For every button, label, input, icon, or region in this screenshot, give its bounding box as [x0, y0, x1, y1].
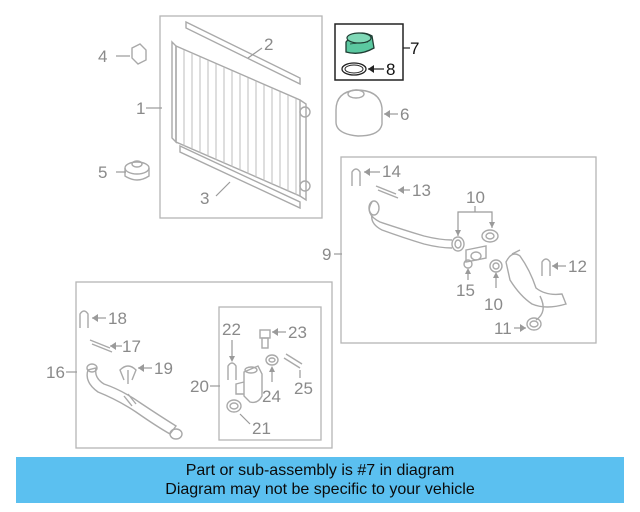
clamp-22-part: [227, 362, 237, 380]
callout-4: 4: [98, 47, 107, 66]
callout-23: 23: [288, 323, 307, 342]
bypass-hose-box: [75, 281, 333, 449]
callout-14: 14: [382, 162, 401, 181]
thermostat-housing-part: [235, 365, 263, 404]
callout-25: 25: [294, 379, 313, 398]
callout-15: 15: [456, 281, 475, 300]
sensor-23-part: [259, 329, 271, 349]
cap-o-ring-part: [341, 62, 367, 76]
callout-6: 6: [400, 105, 409, 124]
banner-line-2: Diagram may not be specific to your vehi…: [165, 481, 475, 498]
callout-12: 12: [568, 257, 587, 276]
callout-9: 9: [322, 245, 331, 264]
clip-17-part: [89, 339, 113, 353]
connector-10c-part: [489, 259, 503, 273]
coolant-reservoir-part: [335, 89, 383, 137]
cap-box-highlight: [334, 23, 404, 81]
callout-11: 11: [494, 319, 512, 338]
o-ring-24-part: [265, 354, 279, 366]
radiator-part: [171, 40, 311, 202]
bypass-hose-part: [86, 363, 183, 440]
callout-5: 5: [98, 163, 107, 182]
connector-10a-part: [451, 236, 465, 252]
callout-19: 19: [154, 359, 173, 378]
lower-hose-part: [505, 249, 567, 321]
callout-18: 18: [108, 309, 127, 328]
callout-17: 17: [122, 337, 141, 356]
reservoir-cap-part: [345, 32, 375, 54]
upper-hose-part: [368, 200, 453, 249]
callout-10-bottom: 10: [484, 295, 503, 314]
clamp-14-part: [351, 168, 361, 186]
callout-8: 8: [386, 60, 395, 79]
callout-16: 16: [46, 363, 65, 382]
callout-1: 1: [136, 99, 145, 118]
mount-part: [124, 160, 150, 181]
clip-13-part: [375, 185, 399, 199]
connector-10b-part: [481, 229, 499, 243]
clamp-12-part: [541, 258, 551, 276]
lower-seal-part: [179, 144, 301, 210]
hose-assembly-box: [340, 156, 597, 344]
callout-22: 22: [222, 320, 241, 339]
callout-20: 20: [190, 377, 209, 396]
callout-13: 13: [412, 181, 431, 200]
callout-7: 7: [410, 39, 419, 58]
tee-fitting-part: [465, 245, 487, 263]
callout-10-top: 10: [466, 188, 485, 207]
clip-19-part: [119, 365, 137, 384]
o-ring-11-part: [526, 317, 542, 331]
info-banner: Part or sub-assembly is #7 in diagram Di…: [16, 457, 624, 503]
upper-seal-part: [185, 20, 301, 86]
radiator-box: [159, 15, 323, 219]
callout-21: 21: [252, 419, 271, 438]
clamp-18-part: [79, 310, 89, 328]
callout-24: 24: [262, 387, 281, 406]
bracket-part: [131, 43, 147, 65]
callout-3: 3: [200, 189, 209, 208]
clip-25-part: [283, 353, 303, 369]
thermostat-box: [218, 306, 322, 441]
o-ring-21-part: [226, 399, 242, 413]
banner-line-1: Part or sub-assembly is #7 in diagram: [185, 462, 455, 479]
callout-2: 2: [264, 35, 273, 54]
